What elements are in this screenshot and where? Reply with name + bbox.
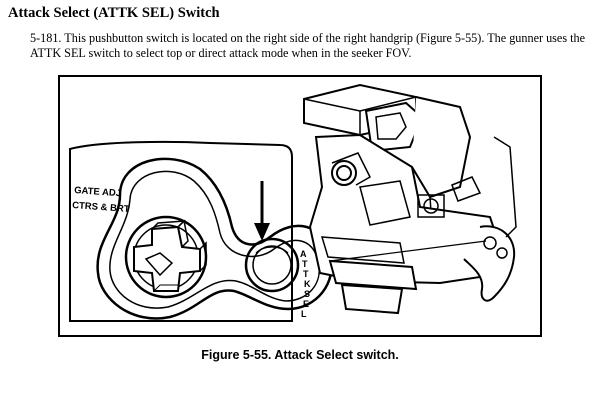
handgrip-assembly	[303, 83, 517, 315]
switch-letter: A	[300, 249, 307, 259]
figure-caption: Figure 5-55. Attack Select switch.	[201, 348, 399, 362]
switch-letter: T	[303, 269, 309, 279]
figure-frame: GATE ADJ CTRS & BRT A T T K S E L	[58, 75, 542, 337]
switch-letter: E	[303, 299, 309, 309]
switch-letter: K	[304, 279, 311, 289]
switch-panel-detail	[69, 140, 333, 322]
section-heading: Attack Select (ATTK SEL) Switch	[8, 5, 220, 21]
arrow-head	[254, 223, 270, 241]
attack-select-illustration: GATE ADJ CTRS & BRT A T T K S E L	[69, 83, 517, 322]
switch-letter: S	[304, 289, 310, 299]
section-paragraph: 5-181. This pushbutton switch is located…	[30, 31, 586, 60]
switch-letter: T	[302, 259, 308, 269]
switch-letter: L	[301, 309, 307, 319]
label-ctrs-brt: CTRS & BRT	[72, 200, 130, 215]
label-gate-adj: GATE ADJ	[74, 185, 122, 199]
attk-sel-letters: A T T K S E L	[300, 249, 311, 319]
